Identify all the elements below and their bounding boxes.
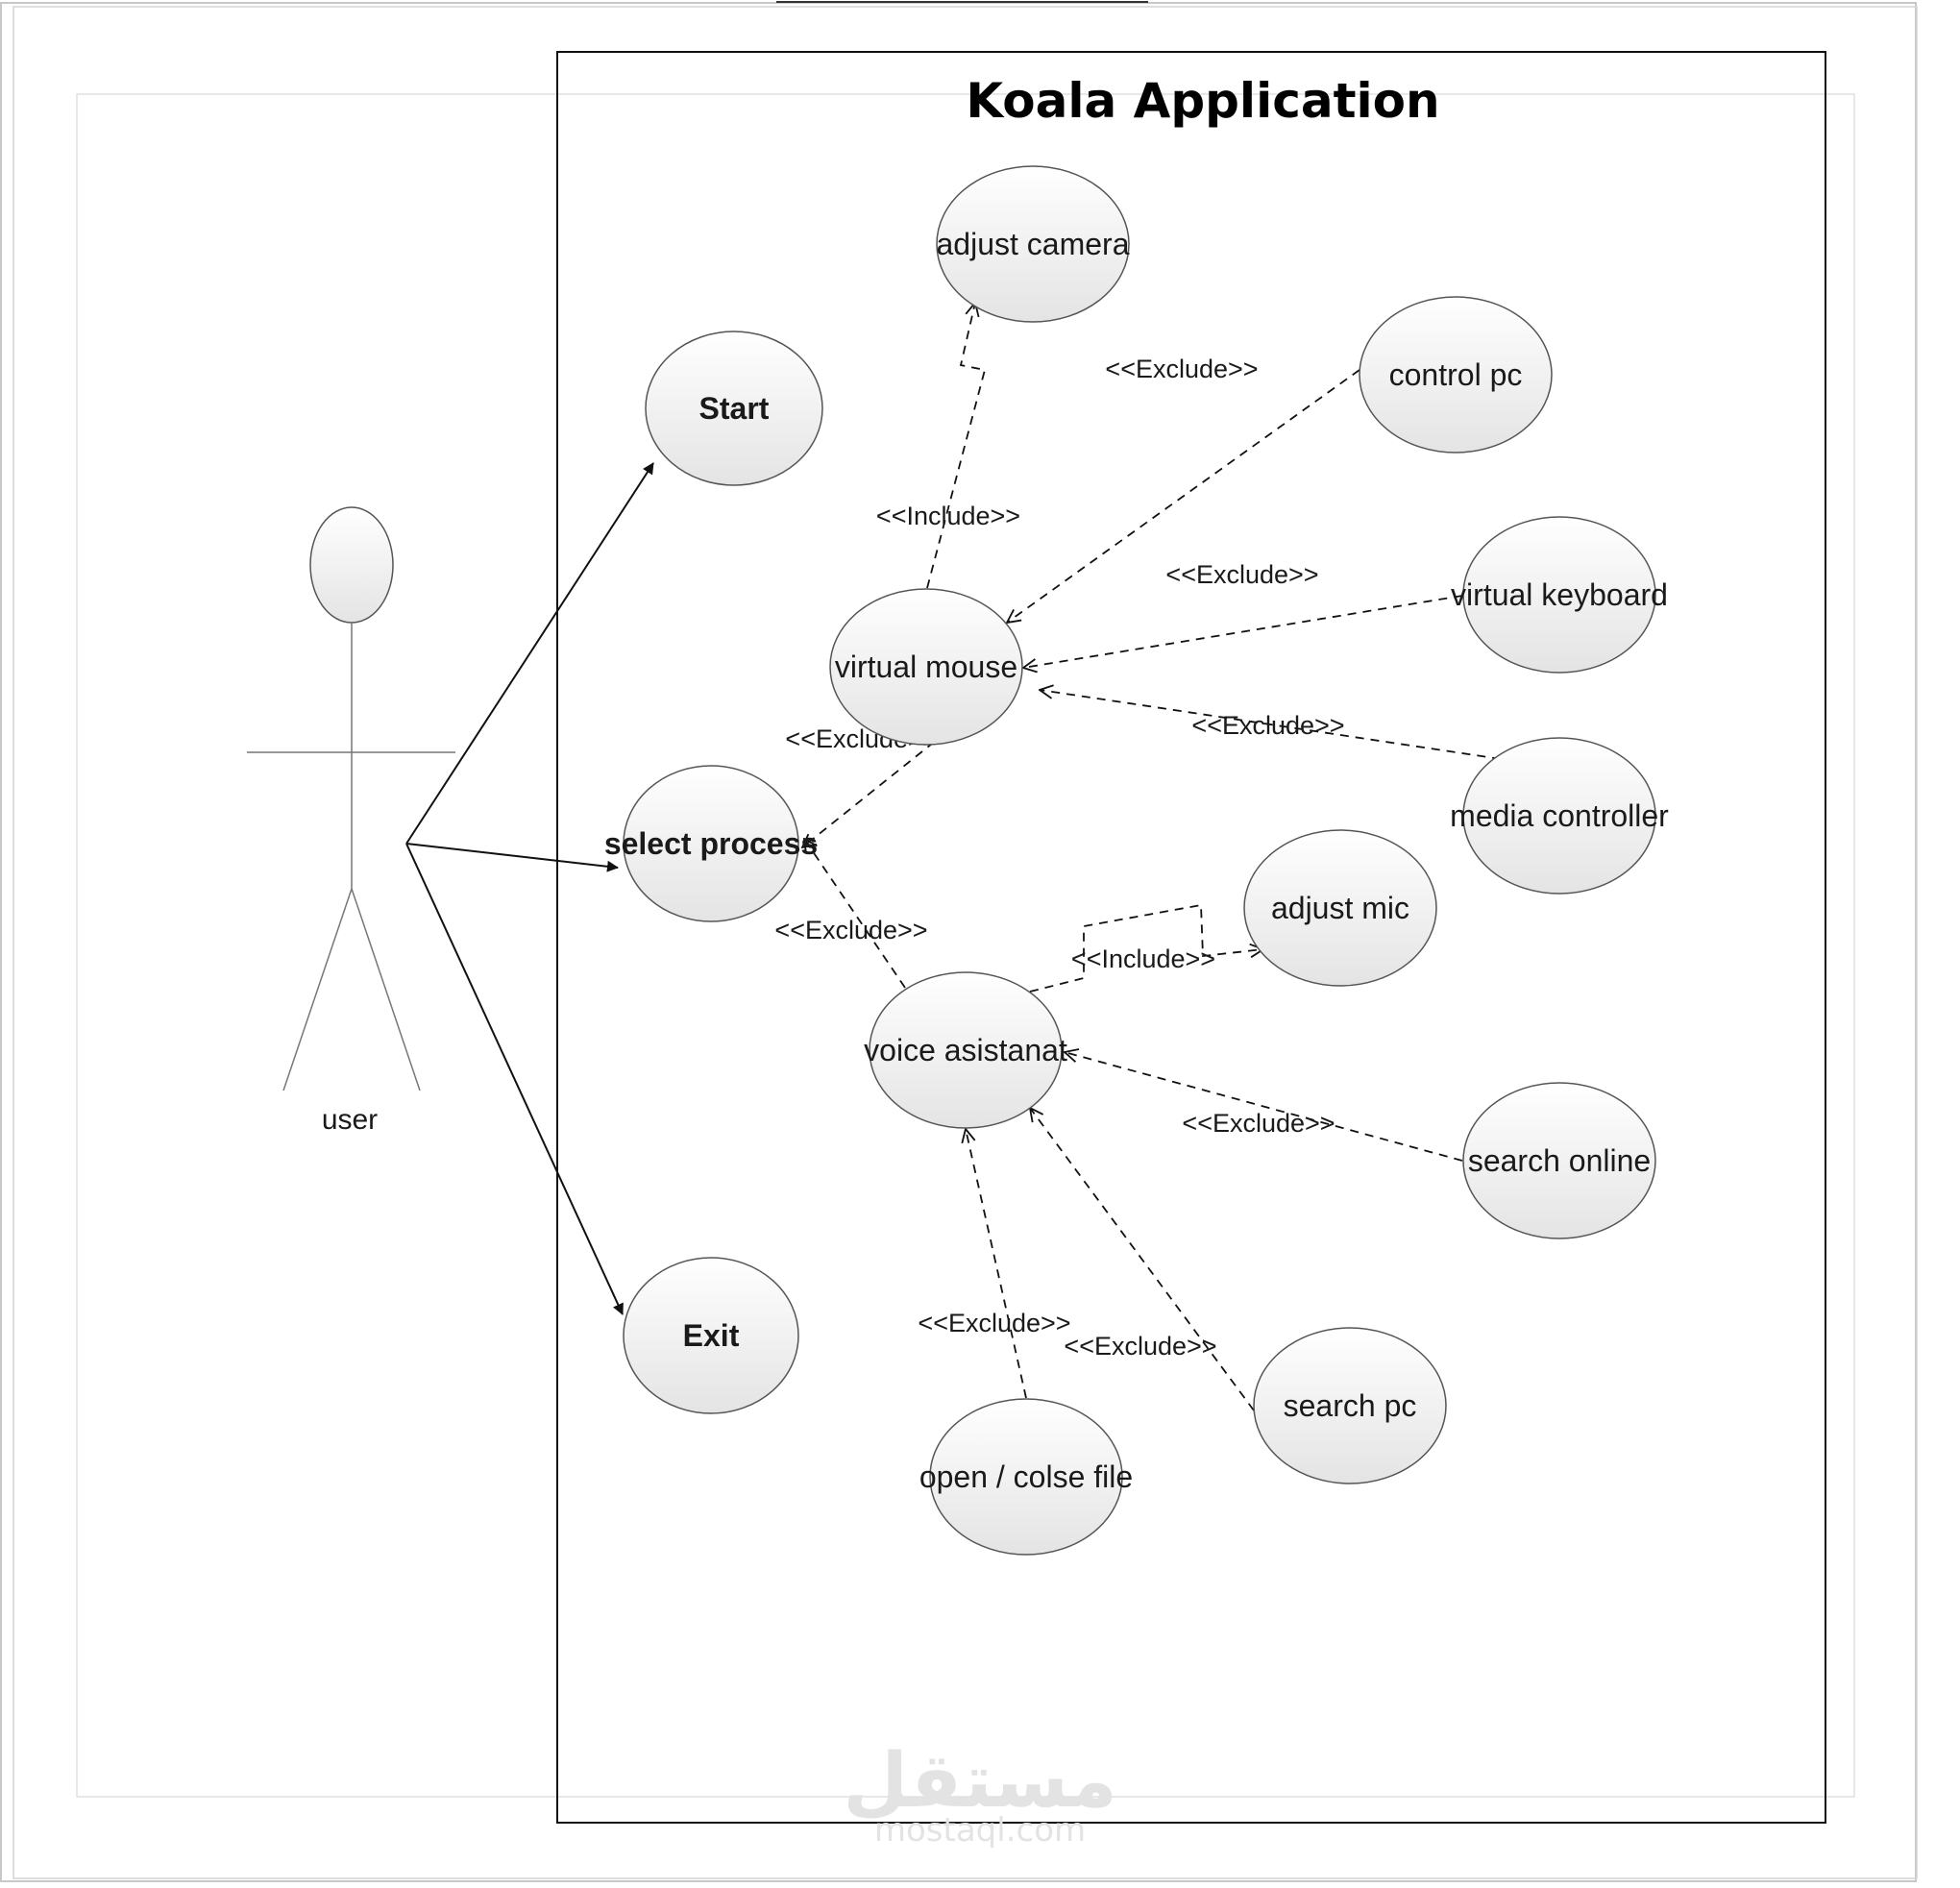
dep-mouse-camera [926, 303, 987, 589]
assoc-start [405, 462, 654, 845]
usecase-virtual-keyboard[interactable]: virtual keyboard [1451, 516, 1668, 674]
usecase-media-controller-shape [1462, 737, 1656, 895]
watermark-logo: مستقل [843, 1738, 1116, 1825]
usecase-adjust-camera-shape [936, 165, 1130, 323]
usecase-select-process-label: select process [604, 826, 818, 861]
label-exclude-controlpc: <<Exclude>> [1105, 355, 1258, 383]
print-margin [76, 93, 1855, 1798]
dep-voice-select [804, 839, 906, 989]
inner-page-frame [12, 6, 1918, 1879]
label-exclude-media: <<Exclude>> [1191, 711, 1344, 740]
actor-right-leg [351, 888, 421, 1091]
usecase-start-shape [645, 331, 823, 486]
usecase-virtual-mouse[interactable]: virtual mouse [829, 588, 1023, 746]
usecase-virtual-keyboard-shape [1462, 516, 1656, 674]
usecase-exit-shape [623, 1257, 799, 1414]
label-exclude-voice: <<Exclude>> [774, 916, 927, 944]
usecase-open-close-file-label: open / colse file [919, 1459, 1133, 1494]
dep-controlpc-mouse [1007, 369, 1360, 623]
dep-voice-mic [1029, 903, 1263, 993]
usecase-select-process-shape [623, 765, 799, 922]
actor-user[interactable]: user [247, 506, 455, 1136]
usecase-voice-assistant[interactable]: voice asistanat [864, 971, 1067, 1129]
actor-label: user [322, 1104, 378, 1136]
mostaql-watermark: مستقل mostaql.com [843, 1738, 1116, 1850]
usecase-start[interactable]: Start [645, 331, 823, 486]
usecase-media-controller[interactable]: media controller [1450, 737, 1669, 895]
usecase-control-pc-label: control pc [1389, 357, 1523, 392]
usecase-adjust-mic-label: adjust mic [1271, 891, 1409, 925]
usecase-search-pc[interactable]: search pc [1253, 1327, 1447, 1484]
usecase-search-online-shape [1462, 1082, 1656, 1239]
dep-searchonline-voice [1065, 1052, 1463, 1162]
actor-left-leg [282, 888, 353, 1091]
dep-openfile-voice [966, 1129, 1027, 1399]
label-exclude-searchpc: <<Exclude>> [1064, 1332, 1216, 1361]
label-exclude-openfile: <<Exclude>> [918, 1309, 1070, 1337]
label-include-camera: <<Include>> [876, 502, 1020, 530]
usecase-open-close-file[interactable]: open / colse file [919, 1398, 1133, 1556]
usecase-adjust-mic-shape [1243, 829, 1437, 987]
dep-mouse-select [802, 731, 947, 847]
usecase-control-pc-shape [1359, 296, 1553, 454]
dep-media-mouse [1040, 690, 1502, 760]
label-exclude-searchonline: <<Exclude>> [1182, 1109, 1335, 1138]
label-exclude-keyboard: <<Exclude>> [1165, 560, 1318, 589]
usecase-search-online-label: search online [1468, 1143, 1651, 1178]
usecase-control-pc[interactable]: control pc [1359, 296, 1553, 454]
label-include-mic: <<Include>> [1071, 944, 1215, 973]
assoc-exit [405, 843, 624, 1315]
usecase-virtual-mouse-shape [829, 588, 1023, 746]
usecase-adjust-camera-label: adjust camera [937, 227, 1130, 261]
watermark-site: mostaql.com [874, 1811, 1086, 1850]
usecase-media-controller-label: media controller [1450, 798, 1669, 833]
actor-head [309, 506, 394, 624]
usecase-virtual-keyboard-label: virtual keyboard [1451, 577, 1668, 612]
usecase-exit-label: Exit [683, 1318, 740, 1353]
usecase-open-close-file-shape [929, 1398, 1123, 1556]
usecase-adjust-mic[interactable]: adjust mic [1243, 829, 1437, 987]
usecase-virtual-mouse-label: virtual mouse [835, 650, 1017, 684]
assoc-select-process [405, 843, 619, 872]
usecase-voice-assistant-shape [869, 971, 1063, 1129]
usecase-select-process[interactable]: select process [604, 765, 818, 922]
dep-keyboard-mouse [1023, 595, 1463, 668]
usecase-adjust-camera[interactable]: adjust camera [936, 165, 1130, 323]
usecase-search-pc-shape [1253, 1327, 1447, 1484]
usecase-search-online[interactable]: search online [1462, 1082, 1656, 1239]
system-title: Koala Application [966, 73, 1439, 129]
system-boundary [556, 51, 1826, 1824]
usecase-exit[interactable]: Exit [623, 1257, 799, 1414]
usecase-voice-assistant-label: voice asistanat [864, 1033, 1067, 1067]
dep-searchpc-voice [1030, 1108, 1255, 1411]
usecase-search-pc-label: search pc [1284, 1388, 1417, 1423]
usecase-start-label: Start [699, 391, 770, 426]
